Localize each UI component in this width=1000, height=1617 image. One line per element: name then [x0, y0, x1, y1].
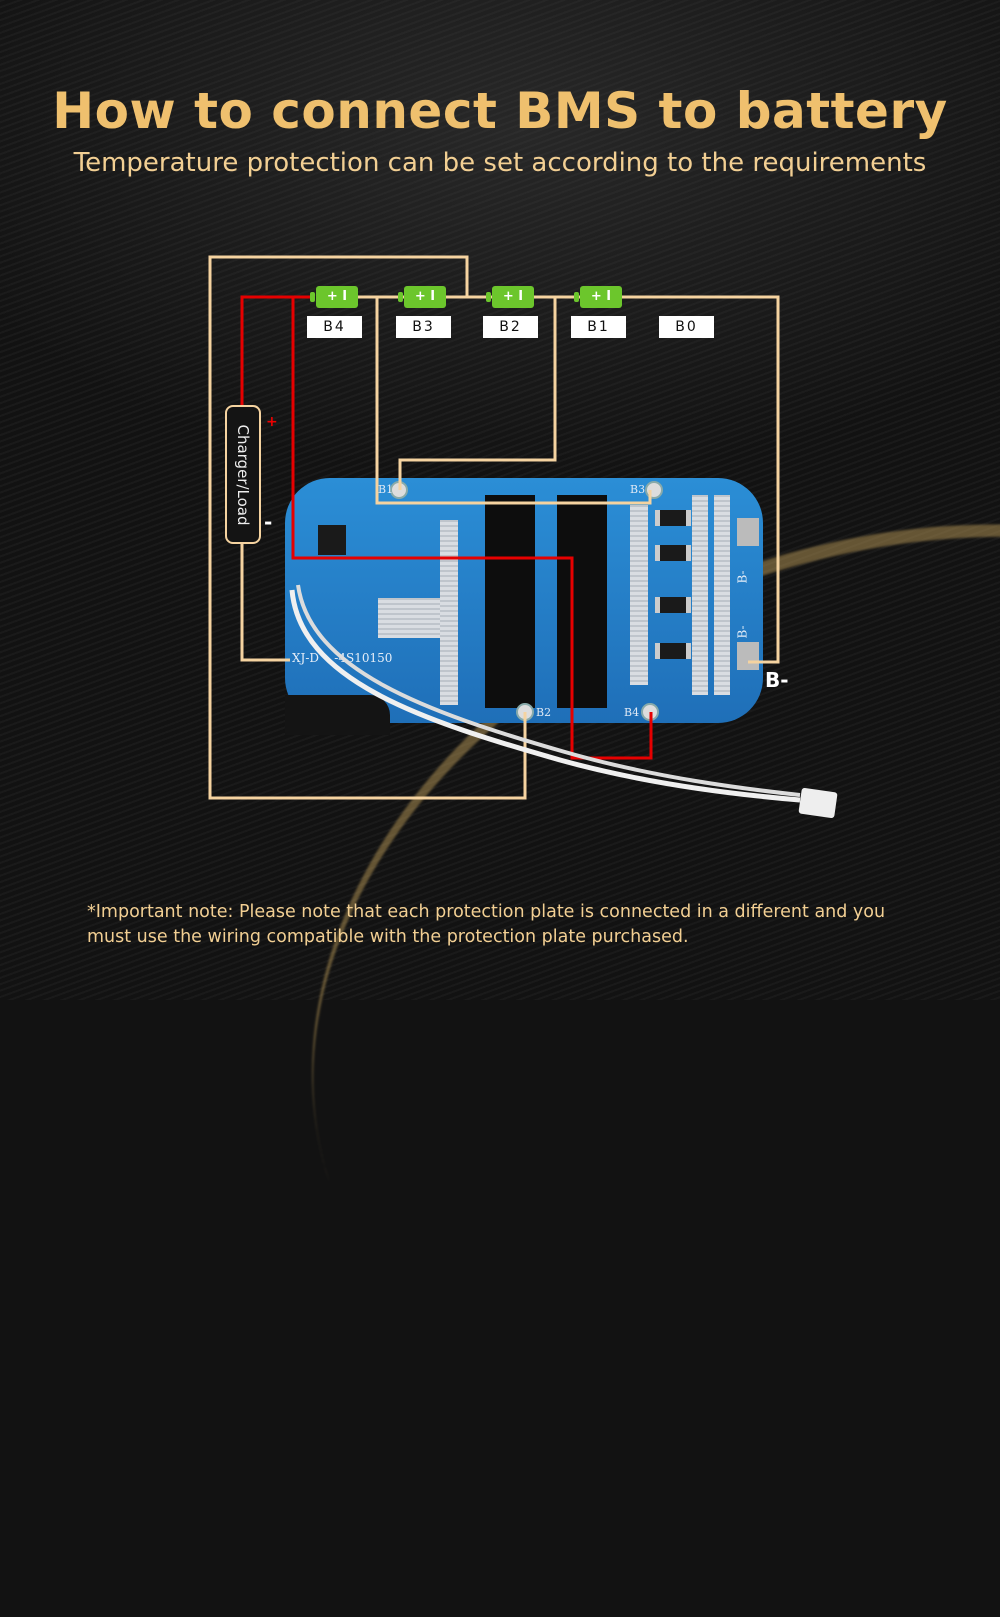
important-note: *Important note: Please note that each p…	[87, 902, 886, 947]
board-notch	[285, 695, 390, 735]
pin-label-b4: B4	[624, 706, 640, 719]
temperature-sensor-probe	[798, 787, 838, 819]
wiring-diagram	[208, 255, 801, 803]
charger-load-box: Charger/Load	[225, 405, 261, 544]
battery-cell-3: + I	[398, 286, 446, 308]
pin-label-b2: B2	[536, 706, 552, 719]
shunt-resistor	[655, 545, 691, 561]
wire-charger-minus	[240, 540, 290, 662]
mosfet	[557, 650, 607, 708]
page-subtitle: Temperature protection can be set accord…	[73, 148, 927, 178]
tap-label-b1: B1	[571, 316, 626, 338]
battery-cell-2: + I	[486, 286, 534, 308]
battery-cell-4: + I	[310, 286, 358, 308]
mosfet	[485, 545, 535, 603]
tap-label-b4: B4	[307, 316, 362, 338]
pin-label-b3: B3	[630, 483, 646, 496]
shunt-resistor	[655, 510, 691, 526]
wire-b1-to-pin	[398, 297, 557, 490]
wire-b4-to-pin	[291, 297, 653, 760]
bms-ic-chip	[318, 525, 346, 555]
wire-charger-plus	[240, 295, 315, 405]
solder-strip	[440, 520, 458, 705]
tap-label-b2: B2	[483, 316, 538, 338]
mosfet	[557, 545, 607, 603]
charger-load-label: Charger/Load	[234, 423, 252, 526]
negative-sign: -	[264, 510, 273, 534]
positive-sign: +	[266, 414, 278, 430]
shunt-resistor	[655, 643, 691, 659]
shunt-resistor	[655, 597, 691, 613]
mosfet	[485, 650, 535, 708]
mosfet	[485, 495, 535, 553]
pin-label-b1: B1	[378, 483, 394, 496]
mosfet	[485, 597, 535, 655]
b-minus-label: B-	[765, 668, 789, 692]
mosfet	[557, 597, 607, 655]
solder-strip	[630, 505, 648, 685]
temperature-sensor-cable	[289, 589, 801, 803]
wire-b0-to-b-minus	[620, 295, 780, 664]
b-minus-pad	[737, 518, 759, 546]
wire-b3-to-pin	[375, 297, 652, 505]
solder-strip	[692, 495, 708, 695]
wire-b2-to-pin	[208, 255, 527, 800]
solder-strip	[714, 495, 730, 695]
tap-label-b3: B3	[396, 316, 451, 338]
tap-label-b0: B0	[659, 316, 714, 338]
mosfet	[557, 495, 607, 553]
battery-cell-1: + I	[574, 286, 622, 308]
page-title: How to connect BMS to battery	[52, 82, 948, 140]
solder-strip	[378, 598, 440, 638]
